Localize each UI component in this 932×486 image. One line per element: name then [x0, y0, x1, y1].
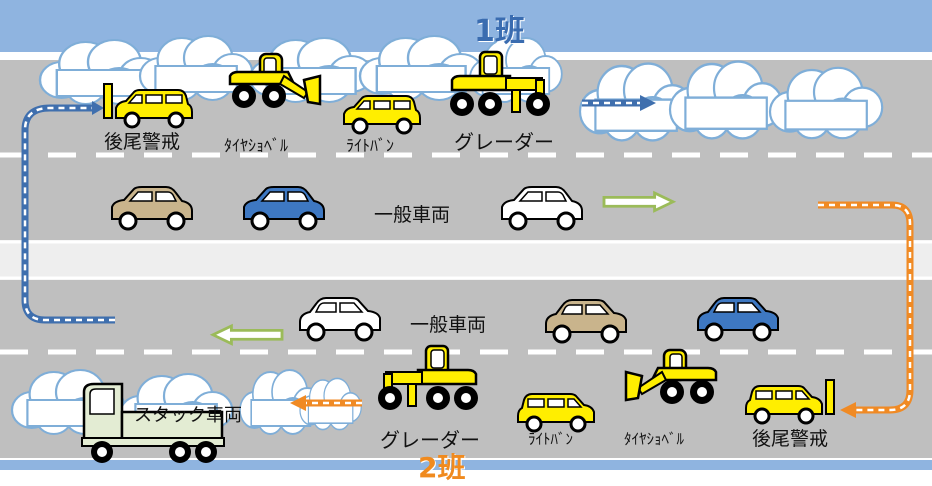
lower-grader-label: グレーダー — [380, 428, 480, 452]
lower-rear-guard-label: 後尾警戒 — [752, 428, 829, 450]
upper-general-traffic-label: 一般車両 — [374, 204, 451, 226]
stuck-vehicle-label: スタック車両 — [134, 405, 242, 426]
upper-light-van-label: ﾗｲﾄﾊﾞﾝ — [346, 136, 395, 155]
header-band — [0, 0, 932, 56]
lower-tire-shovel-label: ﾀｲﾔｼｮﾍﾞﾙ — [624, 430, 685, 448]
upper-tire-shovel-label: ﾀｲﾔｼｮﾍﾞﾙ — [224, 136, 289, 155]
bottom-band — [0, 460, 932, 470]
lower-light-van-label: ﾗｲﾄﾊﾞﾝ — [528, 430, 574, 448]
blue-route-arrow — [21, 95, 656, 324]
median — [0, 240, 932, 280]
team-2-text: 2班 — [418, 451, 466, 484]
upper-rear-guard-label: 後尾警戒 — [104, 131, 181, 153]
orange-route-arrow — [290, 201, 914, 418]
lane-lines — [0, 152, 932, 355]
team-1-label: 1班 — [474, 6, 525, 50]
team-2-label: 2班 — [418, 446, 465, 486]
upper-grader-label: グレーダー — [454, 130, 554, 154]
lower-general-traffic-label: 一般車両 — [410, 314, 487, 336]
team-1-text: 1班 — [474, 14, 525, 49]
